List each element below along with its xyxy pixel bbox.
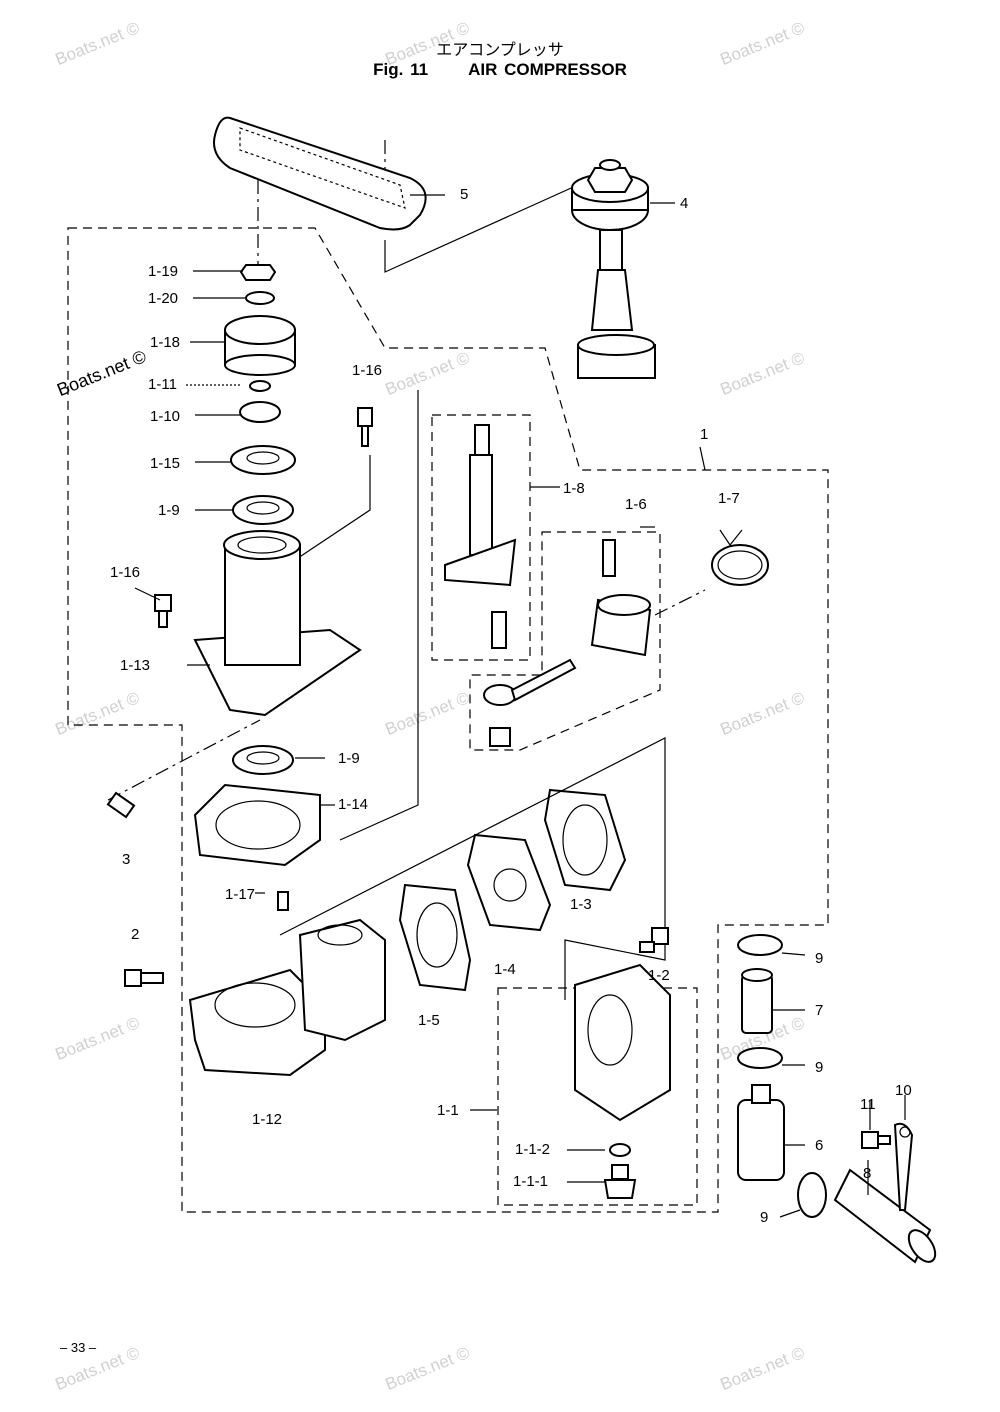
part-label: 1-13	[120, 657, 151, 674]
air-filter	[737, 1084, 785, 1181]
part-label: 1-4	[494, 961, 516, 978]
gasket	[193, 783, 321, 867]
part-label: 1-20	[148, 290, 179, 307]
cylinder	[188, 918, 386, 1077]
washer	[245, 291, 275, 305]
part-label: 1-10	[150, 408, 181, 425]
shaft	[577, 229, 656, 379]
part-label: 1-1-2	[515, 1141, 551, 1158]
bolt	[154, 594, 172, 628]
valve-plate	[543, 788, 627, 892]
part-label: 1-1-1	[513, 1173, 549, 1190]
piston	[590, 594, 652, 657]
part-label: 1-9	[338, 750, 360, 767]
center-line	[107, 719, 261, 801]
page-number: – 33 –	[60, 1340, 97, 1355]
bearing	[232, 745, 294, 775]
valve-body	[574, 963, 671, 1122]
part-label: 1-3	[570, 896, 592, 913]
part-label: 1-11	[148, 376, 177, 393]
connecting-rod	[483, 658, 577, 706]
part-label: 1-5	[418, 1012, 440, 1029]
crankshaft	[444, 424, 517, 587]
housing	[193, 530, 362, 717]
long-hose	[833, 1168, 937, 1264]
gear	[224, 315, 296, 376]
hose-clamp	[737, 1047, 783, 1069]
dowel-pin	[277, 891, 289, 911]
small-bolt	[861, 1131, 891, 1149]
part-label: 6	[815, 1137, 824, 1154]
hose-clamp	[737, 934, 783, 956]
seal	[239, 401, 281, 423]
title-japanese: エアコンプレッサ	[436, 40, 564, 59]
bolt	[124, 969, 164, 987]
diaphragm	[466, 833, 552, 932]
crankshaft-group-boundary	[431, 414, 531, 661]
part-label: 1-15	[150, 455, 181, 472]
assembly-group-boundary	[67, 227, 829, 1213]
bolt	[357, 407, 373, 447]
piston-ring	[711, 544, 769, 586]
valve-gasket	[398, 883, 472, 992]
timing-belt	[213, 116, 427, 231]
part-label: 1-2	[648, 967, 670, 984]
part-label: 1-16	[352, 362, 383, 379]
pulley	[571, 159, 649, 231]
part-label: 9	[815, 1059, 824, 1076]
part-label: 7	[815, 1002, 824, 1019]
part-label: 2	[131, 926, 140, 943]
part-label: 1-17	[225, 886, 256, 903]
figure-name: AIR COMPRESSOR	[468, 60, 627, 79]
part-label: 1-16	[110, 564, 141, 581]
bolt	[639, 927, 669, 953]
part-label: 4	[680, 195, 689, 212]
part-label: 1-1	[437, 1102, 459, 1119]
part-label: 1-7	[718, 490, 740, 507]
piston-group-boundary	[469, 531, 661, 751]
part-label: 9	[760, 1209, 769, 1226]
part-label: 5	[460, 186, 469, 203]
figure-title: Fig. 11 AIR COMPRESSOR	[0, 60, 1000, 80]
part-label: 8	[863, 1165, 872, 1182]
valve-washer	[609, 1143, 631, 1157]
piston-pin	[602, 539, 616, 577]
small-washer	[249, 380, 271, 392]
part-label: 9	[815, 950, 824, 967]
dowel-pin	[106, 791, 136, 819]
figure-number: Fig. 11	[373, 60, 429, 79]
valve-fitting	[603, 1164, 637, 1199]
part-label: 1-19	[148, 263, 179, 280]
part-label: 1-18	[150, 334, 181, 351]
part-label: 1-6	[625, 496, 647, 513]
bearing	[232, 495, 294, 525]
plate-strap	[893, 1122, 914, 1211]
part-label: 1	[700, 426, 709, 443]
part-label: 10	[895, 1082, 912, 1099]
oil-seal	[230, 445, 296, 475]
center-line	[654, 589, 706, 616]
hose-clamp	[797, 1172, 827, 1218]
part-label: 3	[122, 851, 131, 868]
needle-bearing	[489, 727, 511, 747]
part-label: 1-12	[252, 1111, 283, 1128]
hose	[741, 968, 773, 1034]
part-label: 11	[860, 1096, 876, 1113]
part-label: 1-14	[338, 796, 369, 813]
nut	[239, 264, 277, 281]
pin	[491, 611, 507, 649]
part-label: 1-8	[563, 480, 585, 497]
part-label: 1-9	[158, 502, 180, 519]
